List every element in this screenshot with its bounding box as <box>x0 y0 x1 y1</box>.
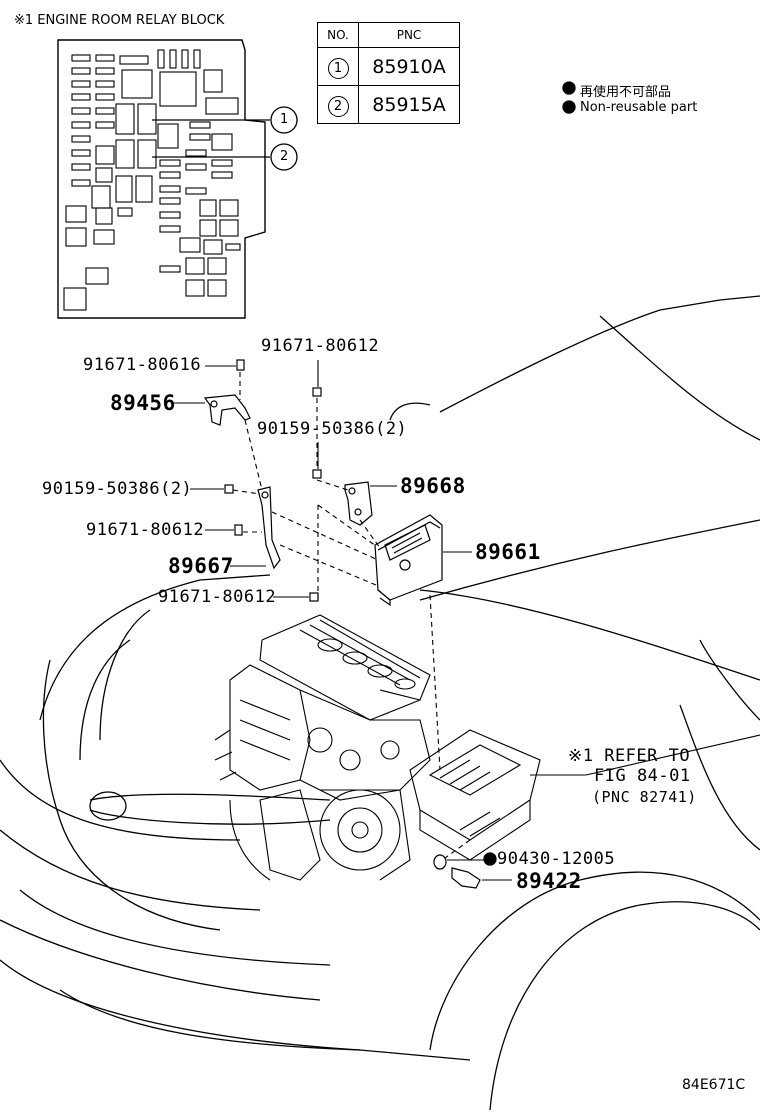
part-label-89456: 89456 <box>110 391 176 415</box>
row-pnc: 85915A <box>358 85 460 124</box>
part-label-90430-12005: 90430-12005 <box>497 849 616 869</box>
part-label-91671-80612-low: 91671-80612 <box>158 587 277 607</box>
table-header-pnc: PNC <box>358 22 460 48</box>
engine-drawing <box>214 614 431 881</box>
vehicle-body-drawing <box>0 295 760 1111</box>
callout-2: 2 <box>280 149 289 164</box>
legend-en: Non-reusable part <box>580 100 698 115</box>
part-label-91671-80612-mid: 91671-80612 <box>86 520 205 540</box>
part-label-91671-80616: 91671-80616 <box>83 355 202 375</box>
row-number: 2 <box>327 95 349 117</box>
callout-1: 1 <box>280 112 289 127</box>
table-row: 1 85910A <box>317 47 460 86</box>
non-reusable-dot-icon <box>483 852 497 866</box>
part-label-89667: 89667 <box>168 554 234 578</box>
figure-code: 84E671C <box>682 1077 746 1093</box>
part-label-90159-50386-upper: 90159-50386(2) <box>257 419 408 439</box>
part-label-90159-50386-lower: 90159-50386(2) <box>42 479 193 499</box>
refer-line-3: (PNC 82741) <box>592 788 697 806</box>
part-label-91671-80612-top: 91671-80612 <box>261 336 380 356</box>
part-label-89422: 89422 <box>516 869 582 893</box>
refer-line-1: ※1 REFER TO <box>568 746 691 766</box>
bolt-drawing <box>224 359 481 889</box>
non-reusable-dot-icon <box>562 81 576 95</box>
legend-jp: 再使用不可部品 <box>580 85 672 100</box>
leader-lines <box>172 360 760 881</box>
relay-block-title: ※1 ENGINE ROOM RELAY BLOCK <box>14 13 225 28</box>
assembly-lines <box>232 372 471 859</box>
pnc-table: NO. PNC 1 85910A 2 85915A <box>317 22 460 124</box>
part-label-89661: 89661 <box>475 540 541 564</box>
row-pnc: 85910A <box>358 47 460 86</box>
table-row: 2 85915A <box>317 85 460 124</box>
non-reusable-dot-icon <box>562 100 576 114</box>
bracket-drawing <box>203 394 373 570</box>
relay-block-mounted-drawing <box>409 729 541 861</box>
row-number: 1 <box>327 57 349 79</box>
refer-line-2: FIG 84-01 <box>594 766 691 786</box>
table-header-no: NO. <box>317 22 359 48</box>
ecu-drawing <box>374 514 443 607</box>
part-label-89668: 89668 <box>400 474 466 498</box>
relay-block-drawing <box>57 39 298 319</box>
